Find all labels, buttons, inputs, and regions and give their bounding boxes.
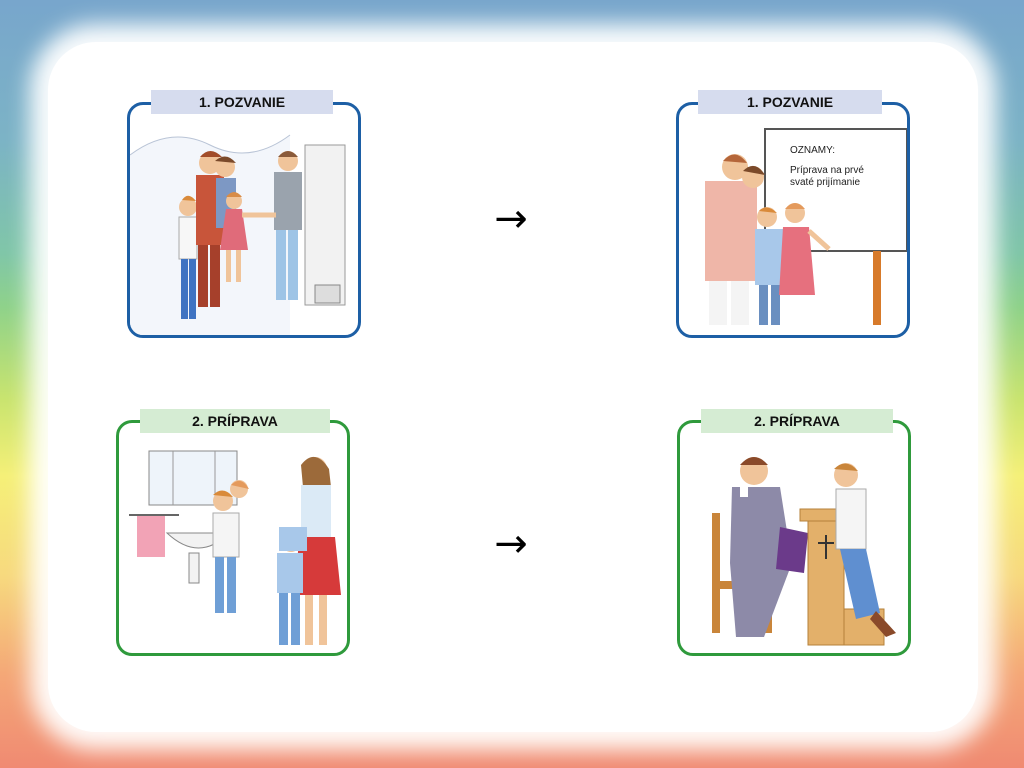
panel-invitation-greeting — [127, 102, 361, 338]
panel-preparation-bathroom — [116, 420, 350, 656]
notice-board-heading: OZNAMY: — [790, 145, 836, 156]
panel-1-label: 1. POZVANIE — [151, 90, 333, 114]
panel-preparation-confession — [677, 420, 911, 656]
panel-3-label: 2. PRÍPRAVA — [140, 409, 330, 433]
panel-2-label: 1. POZVANIE — [698, 90, 882, 114]
notice-board-illustration — [705, 128, 907, 325]
arrow-right-icon: → — [494, 521, 528, 567]
panel-invitation-notice-board: OZNAMY: Príprava na prvé svaté prijímani… — [676, 102, 910, 338]
arrow-right-icon: → — [494, 196, 528, 242]
bathroom-preparation-illustration — [129, 450, 341, 645]
panel-4-label: 2. PRÍPRAVA — [701, 409, 893, 433]
notice-board-text: Príprava na prvé svaté prijímanie — [790, 165, 864, 188]
confession-illustration — [712, 457, 896, 646]
family-greeting-illustration — [130, 134, 346, 335]
